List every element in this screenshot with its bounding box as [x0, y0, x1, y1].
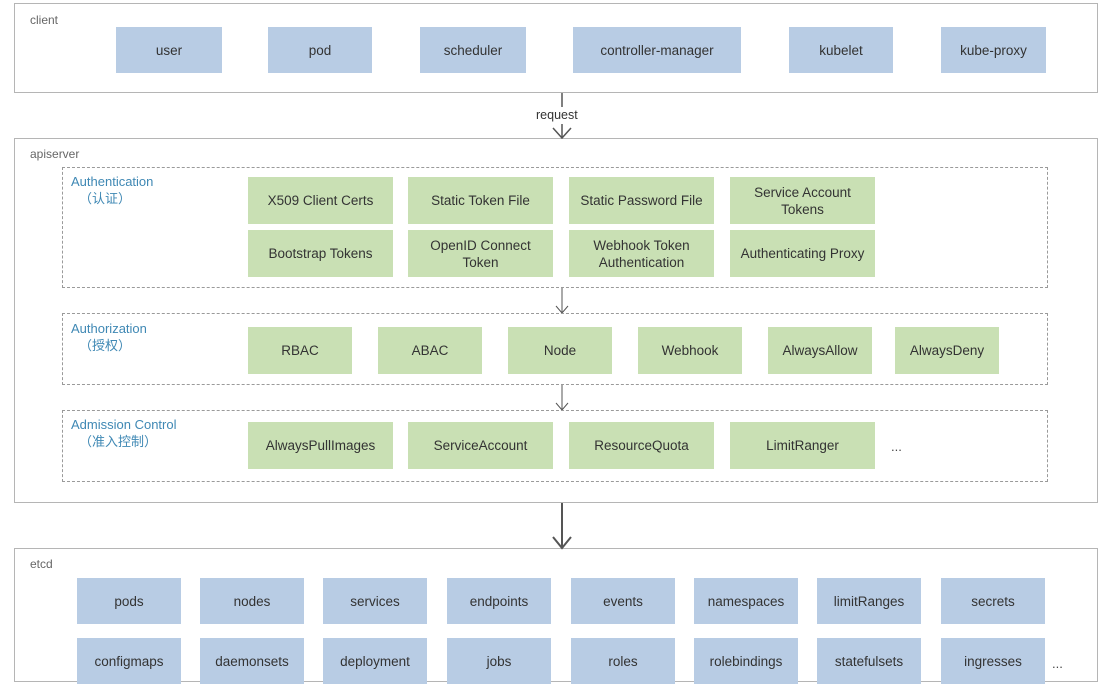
- admission-more-ellipsis: ...: [891, 439, 902, 454]
- admission-limitranger-box: LimitRanger: [730, 422, 875, 469]
- authz-alwaysallow-box: AlwaysAllow: [768, 327, 872, 374]
- authz-abac-box: ABAC: [378, 327, 482, 374]
- authorization-subtitle: （授权）: [79, 338, 132, 353]
- client-kube-proxy-box: kube-proxy: [941, 27, 1046, 73]
- client-kubelet-box: kubelet: [789, 27, 893, 73]
- etcd-secrets-box: secrets: [941, 578, 1045, 624]
- etcd-roles-box: roles: [571, 638, 675, 684]
- client-layer-label: client: [30, 13, 59, 27]
- apiserver-to-etcd-arrow-head: [552, 536, 572, 550]
- authz-node-box: Node: [508, 327, 612, 374]
- etcd-rolebindings-box: rolebindings: [694, 638, 798, 684]
- etcd-deployment-box: deployment: [323, 638, 427, 684]
- admission-control-title: Admission Control: [71, 417, 177, 432]
- auth-service-account-tokens-box: Service Account Tokens: [730, 177, 875, 224]
- etcd-endpoints-box: endpoints: [447, 578, 551, 624]
- auth-authenticating-proxy-box: Authenticating Proxy: [730, 230, 875, 277]
- authentication-group: [62, 167, 1048, 288]
- client-user-box: user: [116, 27, 222, 73]
- etcd-services-box: services: [323, 578, 427, 624]
- client-scheduler-box: scheduler: [420, 27, 526, 73]
- auth-openid-connect-token-box: OpenID Connect Token: [408, 230, 553, 277]
- etcd-limitranges-box: limitRanges: [817, 578, 921, 624]
- auth-static-token-file-box: Static Token File: [408, 177, 553, 224]
- etcd-more-ellipsis: ...: [1052, 656, 1063, 671]
- admission-alwayspullimages-box: AlwaysPullImages: [248, 422, 393, 469]
- authentication-title: Authentication: [71, 174, 154, 189]
- etcd-events-box: events: [571, 578, 675, 624]
- etcd-jobs-box: jobs: [447, 638, 551, 684]
- apiserver-layer: [14, 138, 1098, 503]
- authorization-group: [62, 313, 1048, 385]
- etcd-pods-box: pods: [77, 578, 181, 624]
- admission-serviceaccount-box: ServiceAccount: [408, 422, 553, 469]
- authentication-subtitle: （认证）: [79, 191, 132, 206]
- etcd-daemonsets-box: daemonsets: [200, 638, 304, 684]
- admission-resourcequota-box: ResourceQuota: [569, 422, 714, 469]
- admission-control-group: [62, 410, 1048, 482]
- client-controller-manager-box: controller-manager: [573, 27, 741, 73]
- etcd-ingresses-box: ingresses: [941, 638, 1045, 684]
- etcd-nodes-box: nodes: [200, 578, 304, 624]
- etcd-statefulsets-box: statefulsets: [817, 638, 921, 684]
- apiserver-layer-label: apiserver: [30, 147, 80, 161]
- admission-control-subtitle: （准入控制）: [79, 434, 158, 449]
- auth-webhook-token-authentication-box: Webhook Token Authentication: [569, 230, 714, 277]
- etcd-layer-label: etcd: [30, 557, 53, 571]
- authz-alwaysdeny-box: AlwaysDeny: [895, 327, 999, 374]
- authz-webhook-box: Webhook: [638, 327, 742, 374]
- auth-static-password-file-box: Static Password File: [569, 177, 714, 224]
- authz-rbac-box: RBAC: [248, 327, 352, 374]
- auth-x509-client-certs-box: X509 Client Certs: [248, 177, 393, 224]
- request-label: request: [536, 108, 578, 122]
- etcd-namespaces-box: namespaces: [694, 578, 798, 624]
- etcd-configmaps-box: configmaps: [77, 638, 181, 684]
- auth-bootstrap-tokens-box: Bootstrap Tokens: [248, 230, 393, 277]
- authorization-title: Authorization: [71, 321, 147, 336]
- client-pod-box: pod: [268, 27, 372, 73]
